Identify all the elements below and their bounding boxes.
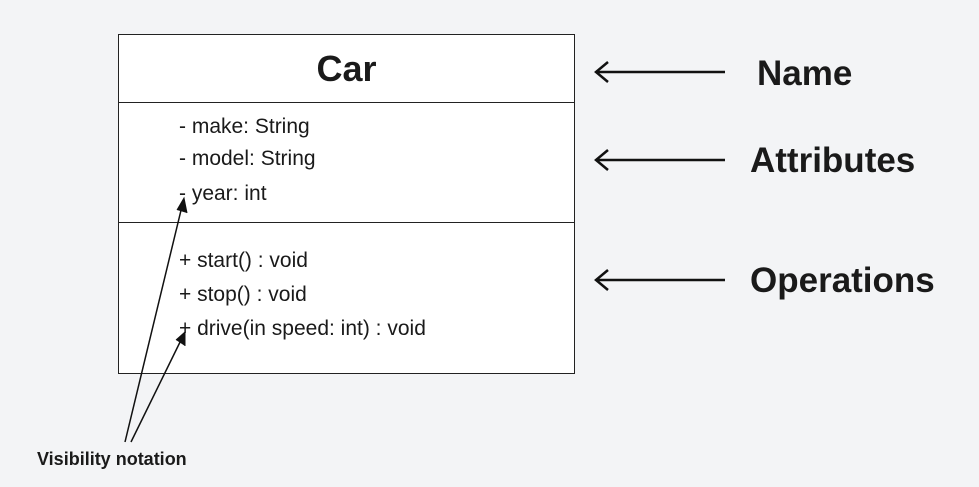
operations-compartment: + start() : void + stop() : void + drive… bbox=[119, 223, 574, 373]
uml-class-box: Car - make: String - model: String - yea… bbox=[118, 34, 575, 374]
operation-stop: + stop() : void bbox=[179, 283, 307, 306]
attribute-year: - year: int bbox=[179, 182, 267, 205]
attributes-compartment: - make: String - model: String - year: i… bbox=[119, 103, 574, 223]
label-operations: Operations bbox=[750, 261, 935, 300]
operation-drive: + drive(in speed: int) : void bbox=[179, 317, 426, 340]
attribute-make: - make: String bbox=[179, 115, 310, 138]
operations-arrowhead-icon bbox=[594, 269, 609, 291]
label-name: Name bbox=[757, 54, 853, 93]
attribute-model: - model: String bbox=[179, 147, 316, 170]
visibility-notation-label: Visibility notation bbox=[37, 449, 187, 469]
class-name: Car bbox=[119, 35, 574, 103]
operation-start: + start() : void bbox=[179, 249, 308, 272]
name-arrowhead-icon bbox=[594, 61, 609, 83]
label-attributes: Attributes bbox=[750, 141, 916, 180]
attributes-arrowhead-icon bbox=[594, 149, 609, 171]
